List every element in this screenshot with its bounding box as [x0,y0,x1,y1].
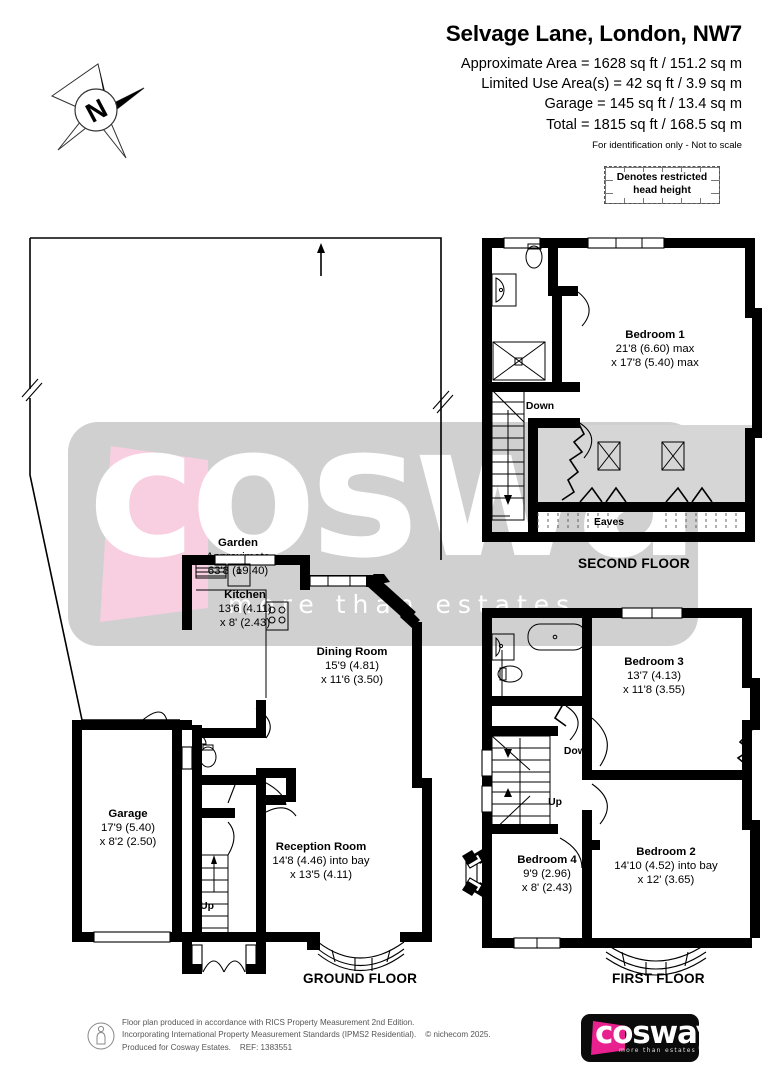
bedroom4-bay-window [462,848,490,898]
first-stair-up-label: Up [548,797,562,808]
bedroom2-name: Bedroom 2 [636,846,696,858]
garage-line2: 17'9 (5.40) [100,822,156,835]
second-stair-down-label: Down [525,401,555,412]
area-line-garage: Garage = 145 sq ft / 13.4 sq m [544,96,742,113]
head-key-line1: Denotes restricted [614,172,710,184]
footer-text: Floor plan produced in accordance with R… [122,1017,491,1054]
bedroom3-name: Bedroom 3 [624,656,684,668]
area-summary: Approximate Area = 1628 sq ft / 151.2 sq… [312,55,742,135]
room-label-bedroom-4: Bedroom 4 9'9 (2.96) x 8' (2.43) [492,853,602,895]
bedroom4-line3: x 8' (2.43) [521,882,573,895]
logo-pink-shape [591,1021,625,1055]
dining-line2: 15'9 (4.81) [324,660,380,673]
reception-line3: x 13'5 (4.11) [289,869,353,882]
garden-north-arrow [317,243,325,276]
ground-floor-name: GROUND FLOOR [303,971,418,986]
ipms-person-icon [86,1018,116,1054]
bedroom2-line3: x 12' (3.65) [637,874,695,887]
restricted-height-shading [528,425,755,506]
room-label-kitchen: Kitchen 13'6 (4.11) x 8' (2.43) [180,588,310,630]
first-floor-plan [462,607,760,976]
disclaimer-text: For identification only - Not to scale [592,139,742,151]
restricted-head-height-key: Denotes restricted head height [604,166,720,204]
bedroom4-name: Bedroom 4 [517,854,577,866]
bedroom4-line2: 9'9 (2.96) [523,868,571,881]
compass-star-icon: N [50,63,145,159]
kitchen-name: Kitchen [224,589,266,601]
page-title: Selvage Lane, London, NW7 [445,21,742,46]
room-label-dining-room: Dining Room 15'9 (4.81) x 11'6 (3.50) [282,645,422,687]
bedroom2-line2: 14'10 (4.52) into bay [614,860,718,873]
roof-window-2 [661,441,685,471]
bedroom3-line3: x 11'8 (3.55) [622,684,686,697]
bedroom3-line2: 13'7 (4.13) [626,670,682,683]
second-floor-plan [482,237,762,542]
logo-tagline: more than estates [619,1047,697,1054]
kitchen-line2: 13'6 (4.11) [218,603,272,616]
garden-break-mark-left [21,378,43,402]
dining-name: Dining Room [316,646,388,658]
garden-break-mark-right [432,390,454,414]
roof-window-1 [597,441,621,471]
garden-name: Garden [218,537,258,549]
area-line-total: Total = 1815 sq ft / 168.5 sq m [546,116,742,133]
footer-copyright: © nichecom 2025. [425,1030,491,1040]
first-stair-down-label: Down [563,746,593,757]
kitchen-fixtures [195,563,289,698]
footer-ref: REF: 1383551 [239,1042,293,1052]
dining-line3: x 11'6 (3.50) [320,674,384,687]
area-line-limited-use: Limited Use Area(s) = 42 sq ft / 3.9 sq … [481,76,742,92]
footer-line2: Incorporating International Property Mea… [122,1030,417,1040]
garage-name: Garage [108,808,148,820]
room-label-bedroom-1: Bedroom 1 21'8 (6.60) max x 17'8 (5.40) … [580,328,730,370]
room-label-bedroom-2: Bedroom 2 14'10 (4.52) into bay x 12' (3… [588,845,744,887]
first-floor-staircase [491,735,551,833]
second-floor-staircase [491,389,525,521]
wc-fixtures [196,734,217,768]
room-label-garage: Garage 17'9 (5.40) x 8'2 (2.50) [66,807,190,849]
head-key-line2: head height [631,185,693,196]
kitchen-line3: x 8' (2.43) [219,617,271,630]
reception-line2: 14'8 (4.46) into bay [272,855,370,868]
eaves-label: Eaves [593,517,625,528]
ground-floor-plan [72,554,432,974]
bedroom1-line2: 21'8 (6.60) max [615,343,695,356]
bathroom-fixtures [491,623,587,696]
ground-stair-up-label: Up [200,901,214,912]
second-floor-name: SECOND FLOOR [578,556,690,571]
footer-line3: Produced for Cosway Estates. [122,1042,231,1052]
reception-bay-window [317,941,405,971]
footer: Floor plan produced in accordance with R… [86,1014,746,1072]
bedroom1-name: Bedroom 1 [625,329,685,341]
room-label-reception-room: Reception Room 14'8 (4.46) into bay x 13… [233,840,409,882]
compass-rose: N [46,58,150,166]
cosway-logo[interactable]: cosway more than estates [581,1014,699,1062]
footer-line1: Floor plan produced in accordance with R… [122,1018,415,1027]
first-floor-name: FIRST FLOOR [612,971,705,986]
ensuite-fixtures [491,243,546,381]
room-label-bedroom-3: Bedroom 3 13'7 (4.13) x 11'8 (3.55) [584,655,724,697]
bedroom2-bay-window [605,943,707,976]
area-line-approximate: Approximate Area = 1628 sq ft / 151.2 sq… [460,55,742,72]
eaves-hatching [537,513,737,530]
reception-name: Reception Room [275,841,367,853]
logo-word: cosway [595,1015,699,1051]
ground-staircase [199,821,235,940]
header: Selvage Lane, London, NW7 Approximate Ar… [312,21,742,151]
bedroom1-line3: x 17'8 (5.40) max [611,357,699,370]
garage-line3: x 8'2 (2.50) [99,836,157,849]
